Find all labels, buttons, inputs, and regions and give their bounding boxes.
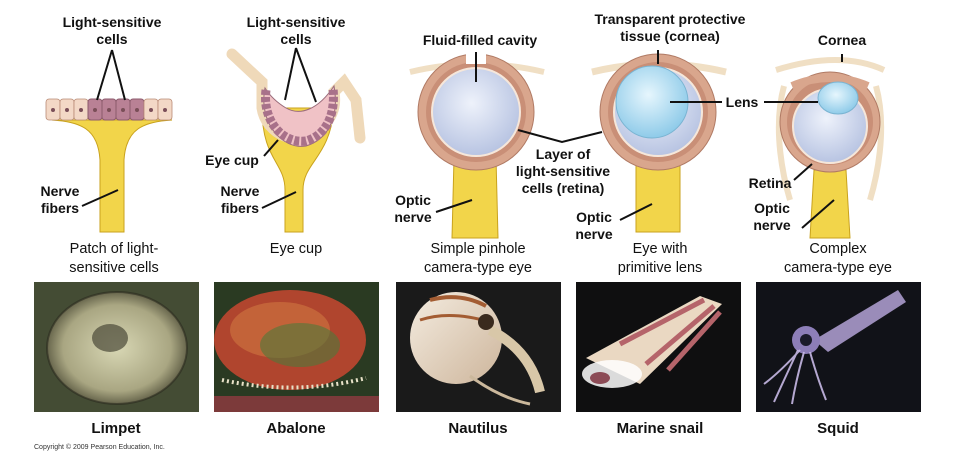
patch-eye-illustration	[45, 98, 173, 233]
label-cornea-5: Cornea	[818, 32, 866, 48]
optic-nerve-4	[635, 159, 681, 233]
title-lens-1: Eye with	[633, 241, 688, 257]
stage5-labels: Cornea Retina Optic nerve	[749, 32, 867, 233]
nerve-fibers-1	[51, 119, 173, 233]
stage3-labels: Fluid-filled cavity Layer of light-sensi…	[394, 32, 610, 225]
photo-abalone	[214, 282, 379, 412]
title-patch-2: sensitive cells	[69, 260, 158, 276]
label-optic-nerve-5: Optic	[754, 200, 790, 216]
label-fluid-filled-cavity: Fluid-filled cavity	[423, 32, 538, 48]
complex-eye-illustration	[775, 57, 886, 239]
photo-squid	[756, 282, 921, 412]
name-abalone: Abalone	[266, 420, 325, 437]
label-optic-nerve-5b: nerve	[753, 217, 791, 233]
label-cornea-4a: Transparent protective	[595, 11, 746, 27]
label-nerve-fibers-1: Nerve	[41, 183, 80, 199]
leader-cells-2	[284, 47, 317, 103]
copyright-notice: Copyright © 2009 Pearson Education, Inc.	[34, 443, 165, 451]
label-optic-nerve-4b: nerve	[575, 226, 613, 242]
focusing-lens	[817, 81, 859, 115]
stage2-labels: Light-sensitive cells Eye cup Nerve fibe…	[205, 14, 345, 216]
leader-nerve-1	[81, 189, 119, 207]
label-retina-3a: Layer of	[536, 146, 591, 162]
label-light-sensitive-cells-1b: cells	[96, 31, 127, 47]
label-light-sensitive-cells-2b: cells	[280, 31, 311, 47]
light-sensitive-cup-cells	[261, 87, 338, 146]
cup-eye-illustration	[226, 48, 366, 233]
label-retina-3b: light-sensitive	[516, 163, 610, 179]
epithelium-row-1	[45, 98, 173, 121]
title-patch-1: Patch of light-	[70, 241, 159, 257]
name-nautilus: Nautilus	[448, 420, 507, 437]
label-nerve-fibers-1b: fibers	[41, 200, 79, 216]
stage1-labels: Light-sensitive cells Nerve fibers	[41, 14, 162, 216]
leader-retina-3	[517, 129, 603, 144]
pinhole-eye-illustration	[409, 52, 545, 239]
leader-optic-5	[801, 199, 835, 229]
label-retina-5: Retina	[749, 175, 792, 191]
photo-marine-snail	[576, 282, 741, 412]
stage-titles: Patch of light- sensitive cells Eye cup …	[69, 241, 892, 276]
lens-eye-illustration	[591, 53, 727, 233]
title-complex-1: Complex	[809, 241, 867, 257]
label-cornea-4b: tissue (cornea)	[620, 28, 720, 44]
label-nerve-fibers-2: Nerve	[221, 183, 260, 199]
leader-optic-4	[619, 203, 653, 221]
title-pinhole-2: camera-type eye	[424, 260, 532, 276]
label-optic-nerve-3: Optic	[395, 192, 431, 208]
leader-cells-1	[96, 49, 126, 101]
title-pinhole-1: Simple pinhole	[430, 241, 525, 257]
leader-cup-2	[263, 139, 279, 157]
name-squid: Squid	[817, 420, 859, 437]
label-light-sensitive-cells-1: Light-sensitive	[63, 14, 162, 30]
leader-retina-5	[793, 163, 813, 181]
name-marine-snail: Marine snail	[617, 420, 704, 437]
leader-nerve-2	[261, 191, 297, 209]
label-lens-4: Lens	[726, 94, 759, 110]
title-complex-2: camera-type eye	[784, 260, 892, 276]
photo-nautilus	[396, 282, 561, 412]
label-optic-nerve-3b: nerve	[394, 209, 432, 225]
label-retina-3c: cells (retina)	[522, 180, 604, 196]
photo-limpet	[34, 282, 199, 412]
leader-optic-3	[435, 199, 473, 213]
label-light-sensitive-cells-2: Light-sensitive	[247, 14, 346, 30]
label-eye-cup: Eye cup	[205, 152, 259, 168]
title-eye-cup: Eye cup	[270, 241, 322, 257]
organism-names: Limpet Abalone Nautilus Marine snail Squ…	[91, 420, 858, 437]
label-optic-nerve-4: Optic	[576, 209, 612, 225]
title-lens-2: primitive lens	[618, 260, 703, 276]
name-limpet: Limpet	[91, 420, 140, 437]
label-nerve-fibers-2b: fibers	[221, 200, 259, 216]
stage4-labels: Transparent protective tissue (cornea) L…	[575, 11, 758, 242]
